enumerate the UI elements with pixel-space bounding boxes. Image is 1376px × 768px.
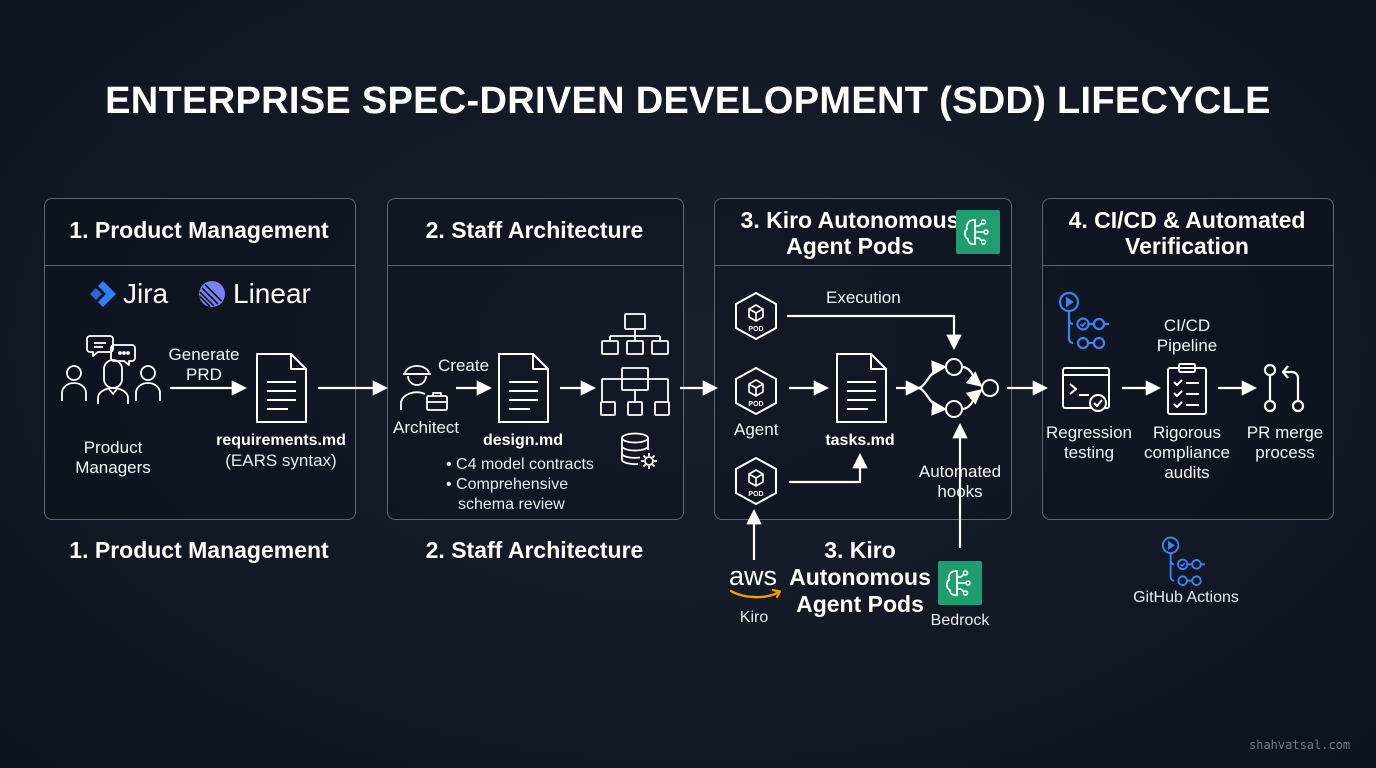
github-actions-label: GitHub Actions: [1133, 589, 1239, 606]
hierarchy-icon: [600, 313, 670, 416]
stage-2-header: 2. Staff Architecture: [425, 217, 644, 243]
hook-node: [981, 379, 999, 397]
pull-request-icon: [1263, 363, 1305, 413]
panel-staff-architecture: [387, 198, 684, 520]
ears-syntax-label: (EARS syntax): [225, 451, 337, 470]
hook-node: [945, 400, 963, 418]
arrow-branch-down: [917, 386, 948, 416]
github-actions-icon: [1058, 291, 1109, 350]
agent-label: Agent: [734, 420, 779, 439]
arrow-merge-up: [962, 365, 983, 387]
terminal-check-icon: [1062, 367, 1110, 412]
page-title: ENTERPRISE SPEC-DRIVEN DEVELOPMENT (SDD)…: [105, 80, 1271, 122]
stage-1-header: 1. Product Management: [69, 217, 329, 243]
stage-3-header: 3. Kiro Autonomous Agent Pods: [740, 207, 960, 259]
pod-icon: POD: [735, 291, 777, 341]
bottom-label-staff-architecture: 2. Staff Architecture: [425, 537, 644, 563]
people-chat-icon: [61, 335, 161, 404]
create-label: Create: [438, 356, 490, 375]
arrow-branch-up: [917, 360, 948, 390]
bullet-item: • Comprehensive schema review: [446, 476, 569, 513]
checklist-icon: [1167, 363, 1207, 415]
arrow-merge-down: [962, 389, 983, 411]
pod-badge-text: POD: [748, 491, 763, 498]
requirements-file-label: requirements.md: [216, 432, 346, 449]
hook-node: [945, 358, 963, 376]
kiro-label: Kiro: [739, 609, 769, 626]
jira-logo-icon: [90, 281, 116, 307]
pod-icon: POD: [735, 366, 777, 416]
tasks-file-label: tasks.md: [825, 432, 895, 449]
document-icon: [498, 353, 549, 423]
panel-divider: [1043, 265, 1333, 266]
design-file-label: design.md: [482, 432, 563, 449]
jira-label: Jira: [123, 278, 169, 309]
cicd-pipeline-label: CI/CD Pipeline: [1156, 316, 1218, 355]
bedrock-label: Bedrock: [930, 612, 990, 629]
github-actions-icon: [1161, 536, 1206, 586]
panel-cicd-verification: [1042, 198, 1334, 520]
pr-merge-label: PR merge process: [1246, 423, 1324, 462]
arrow-execution: [787, 314, 962, 351]
linear-label: Linear: [233, 278, 311, 309]
execution-label: Execution: [826, 288, 901, 307]
watermark: shahvatsal.com: [1249, 738, 1351, 752]
bedrock-brain-icon: [938, 561, 982, 605]
bottom-label-kiro-pods: 3. Kiro Autonomous Agent Pods: [789, 537, 931, 617]
architect-label: Architect: [393, 418, 460, 437]
bottom-label-product-management: 1. Product Management: [69, 537, 329, 563]
panel-product-management: [44, 198, 356, 520]
linear-logo-icon: [198, 281, 225, 308]
aws-logo-icon: [729, 588, 782, 599]
compliance-audits-label: Rigorous compliance audits: [1144, 423, 1230, 482]
product-managers-label: Product Managers: [75, 438, 151, 477]
bullet-c4-model: C4 model contracts: [456, 456, 594, 473]
architect-icon: [400, 365, 448, 411]
pod-badge-text: POD: [748, 326, 763, 333]
pod-badge-text: POD: [748, 401, 763, 408]
panel-divider: [45, 265, 355, 266]
generate-prd-label: Generate PRD: [168, 345, 240, 384]
document-icon: [256, 353, 307, 423]
database-gear-icon: [621, 432, 657, 469]
arrow-pod-to-tasks: [789, 452, 868, 484]
regression-testing-label: Regression testing: [1046, 423, 1132, 462]
bullet-item: • C4 model contracts: [446, 456, 594, 473]
document-icon: [836, 353, 887, 423]
bullet-schema-review: Comprehensive schema review: [456, 476, 569, 513]
bedrock-brain-icon: [956, 210, 1000, 254]
panel-divider: [715, 265, 1011, 266]
panel-divider: [388, 265, 683, 266]
pod-icon: POD: [735, 456, 777, 506]
aws-logo-text: aws: [729, 561, 778, 591]
stage-4-header: 4. CI/CD & Automated Verification: [1068, 207, 1306, 259]
